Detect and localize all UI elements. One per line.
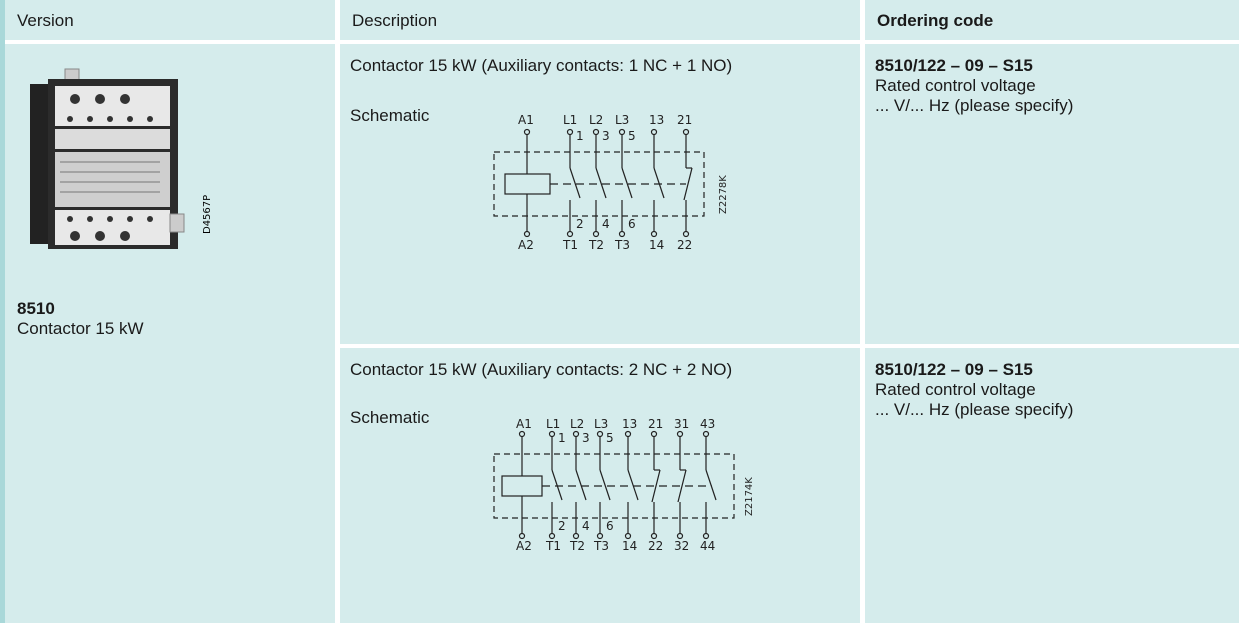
ordering-code-1: 8510/122 – 09 – S15 — [875, 56, 1033, 75]
svg-text:L1: L1 — [563, 113, 577, 127]
schematic-code-1: Z2278K — [718, 175, 729, 214]
svg-text:A1: A1 — [516, 417, 532, 431]
left-accent-strip — [0, 0, 5, 623]
svg-text:T1: T1 — [562, 238, 578, 252]
svg-text:3: 3 — [582, 431, 590, 445]
svg-text:43: 43 — [700, 417, 715, 431]
svg-text:1: 1 — [576, 129, 584, 143]
svg-text:4: 4 — [602, 217, 610, 231]
svg-text:3: 3 — [602, 129, 610, 143]
svg-text:22: 22 — [677, 238, 692, 252]
svg-text:6: 6 — [628, 217, 636, 231]
contactor-photo: D4567P — [30, 68, 210, 249]
svg-text:13: 13 — [622, 417, 637, 431]
header-version-cell: Version — [5, 0, 335, 40]
svg-text:1: 1 — [558, 431, 566, 445]
schematic-label-2: Schematic — [350, 408, 430, 427]
svg-text:31: 31 — [674, 417, 689, 431]
svg-text:22: 22 — [648, 539, 663, 553]
version-cell: D4567P 8510 Contactor 15 kW — [5, 44, 335, 623]
svg-text:A2: A2 — [516, 539, 532, 553]
product-name: Contactor 15 kW — [17, 319, 144, 338]
svg-text:4: 4 — [582, 519, 590, 533]
description-1: Contactor 15 kW (Auxiliary contacts: 1 N… — [350, 56, 733, 75]
rated-voltage-1: Rated control voltage — [875, 76, 1036, 95]
svg-text:44: 44 — [700, 539, 715, 553]
schematic-1: A1 L1 L2 L3 13 21 1 3 5 2 4 6 A2 T1 T2 T… — [493, 113, 729, 252]
schematic-label-1: Schematic — [350, 106, 430, 125]
photo-code: D4567P — [202, 195, 210, 234]
svg-text:21: 21 — [677, 113, 692, 127]
rated-voltage-2: Rated control voltage — [875, 380, 1036, 399]
ordering-cell-2: 8510/122 – 09 – S15 Rated control voltag… — [865, 348, 1239, 623]
description-2: Contactor 15 kW (Auxiliary contacts: 2 N… — [350, 360, 733, 379]
description-cell-2: Contactor 15 kW (Auxiliary contacts: 2 N… — [340, 348, 860, 623]
svg-text:2: 2 — [558, 519, 566, 533]
svg-text:14: 14 — [622, 539, 637, 553]
svg-text:L2: L2 — [589, 113, 603, 127]
svg-text:A1: A1 — [518, 113, 534, 127]
svg-text:5: 5 — [628, 129, 636, 143]
svg-text:T2: T2 — [569, 539, 585, 553]
svg-text:T3: T3 — [614, 238, 630, 252]
specify-2: ... V/... Hz (please specify) — [875, 400, 1074, 419]
header-ordering-code: Ordering code — [877, 11, 994, 30]
svg-text:L3: L3 — [615, 113, 629, 127]
svg-text:T1: T1 — [545, 539, 561, 553]
svg-text:21: 21 — [648, 417, 663, 431]
svg-text:5: 5 — [606, 431, 614, 445]
svg-text:T3: T3 — [593, 539, 609, 553]
svg-text:L1: L1 — [546, 417, 560, 431]
header-ordering-code-cell: Ordering code — [865, 0, 1239, 40]
svg-text:13: 13 — [649, 113, 664, 127]
product-model: 8510 — [17, 299, 55, 318]
description-cell-1: Contactor 15 kW (Auxiliary contacts: 1 N… — [340, 44, 860, 344]
svg-text:14: 14 — [649, 238, 664, 252]
header-version: Version — [17, 11, 74, 30]
header-description-cell: Description — [340, 0, 860, 40]
schematic-code-2: Z2174K — [744, 477, 755, 516]
svg-text:T2: T2 — [588, 238, 604, 252]
specify-1: ... V/... Hz (please specify) — [875, 96, 1074, 115]
schematic-2: A1 L1 L2 L3 13 21 31 43 1 3 5 2 4 6 A2 T… — [493, 417, 755, 553]
svg-text:2: 2 — [576, 217, 584, 231]
svg-text:L3: L3 — [594, 417, 608, 431]
svg-text:A2: A2 — [518, 238, 534, 252]
ordering-code-2: 8510/122 – 09 – S15 — [875, 360, 1033, 379]
ordering-cell-1: 8510/122 – 09 – S15 Rated control voltag… — [865, 44, 1239, 344]
header-description: Description — [352, 11, 438, 30]
svg-text:6: 6 — [606, 519, 614, 533]
svg-text:L2: L2 — [570, 417, 584, 431]
svg-text:32: 32 — [674, 539, 689, 553]
